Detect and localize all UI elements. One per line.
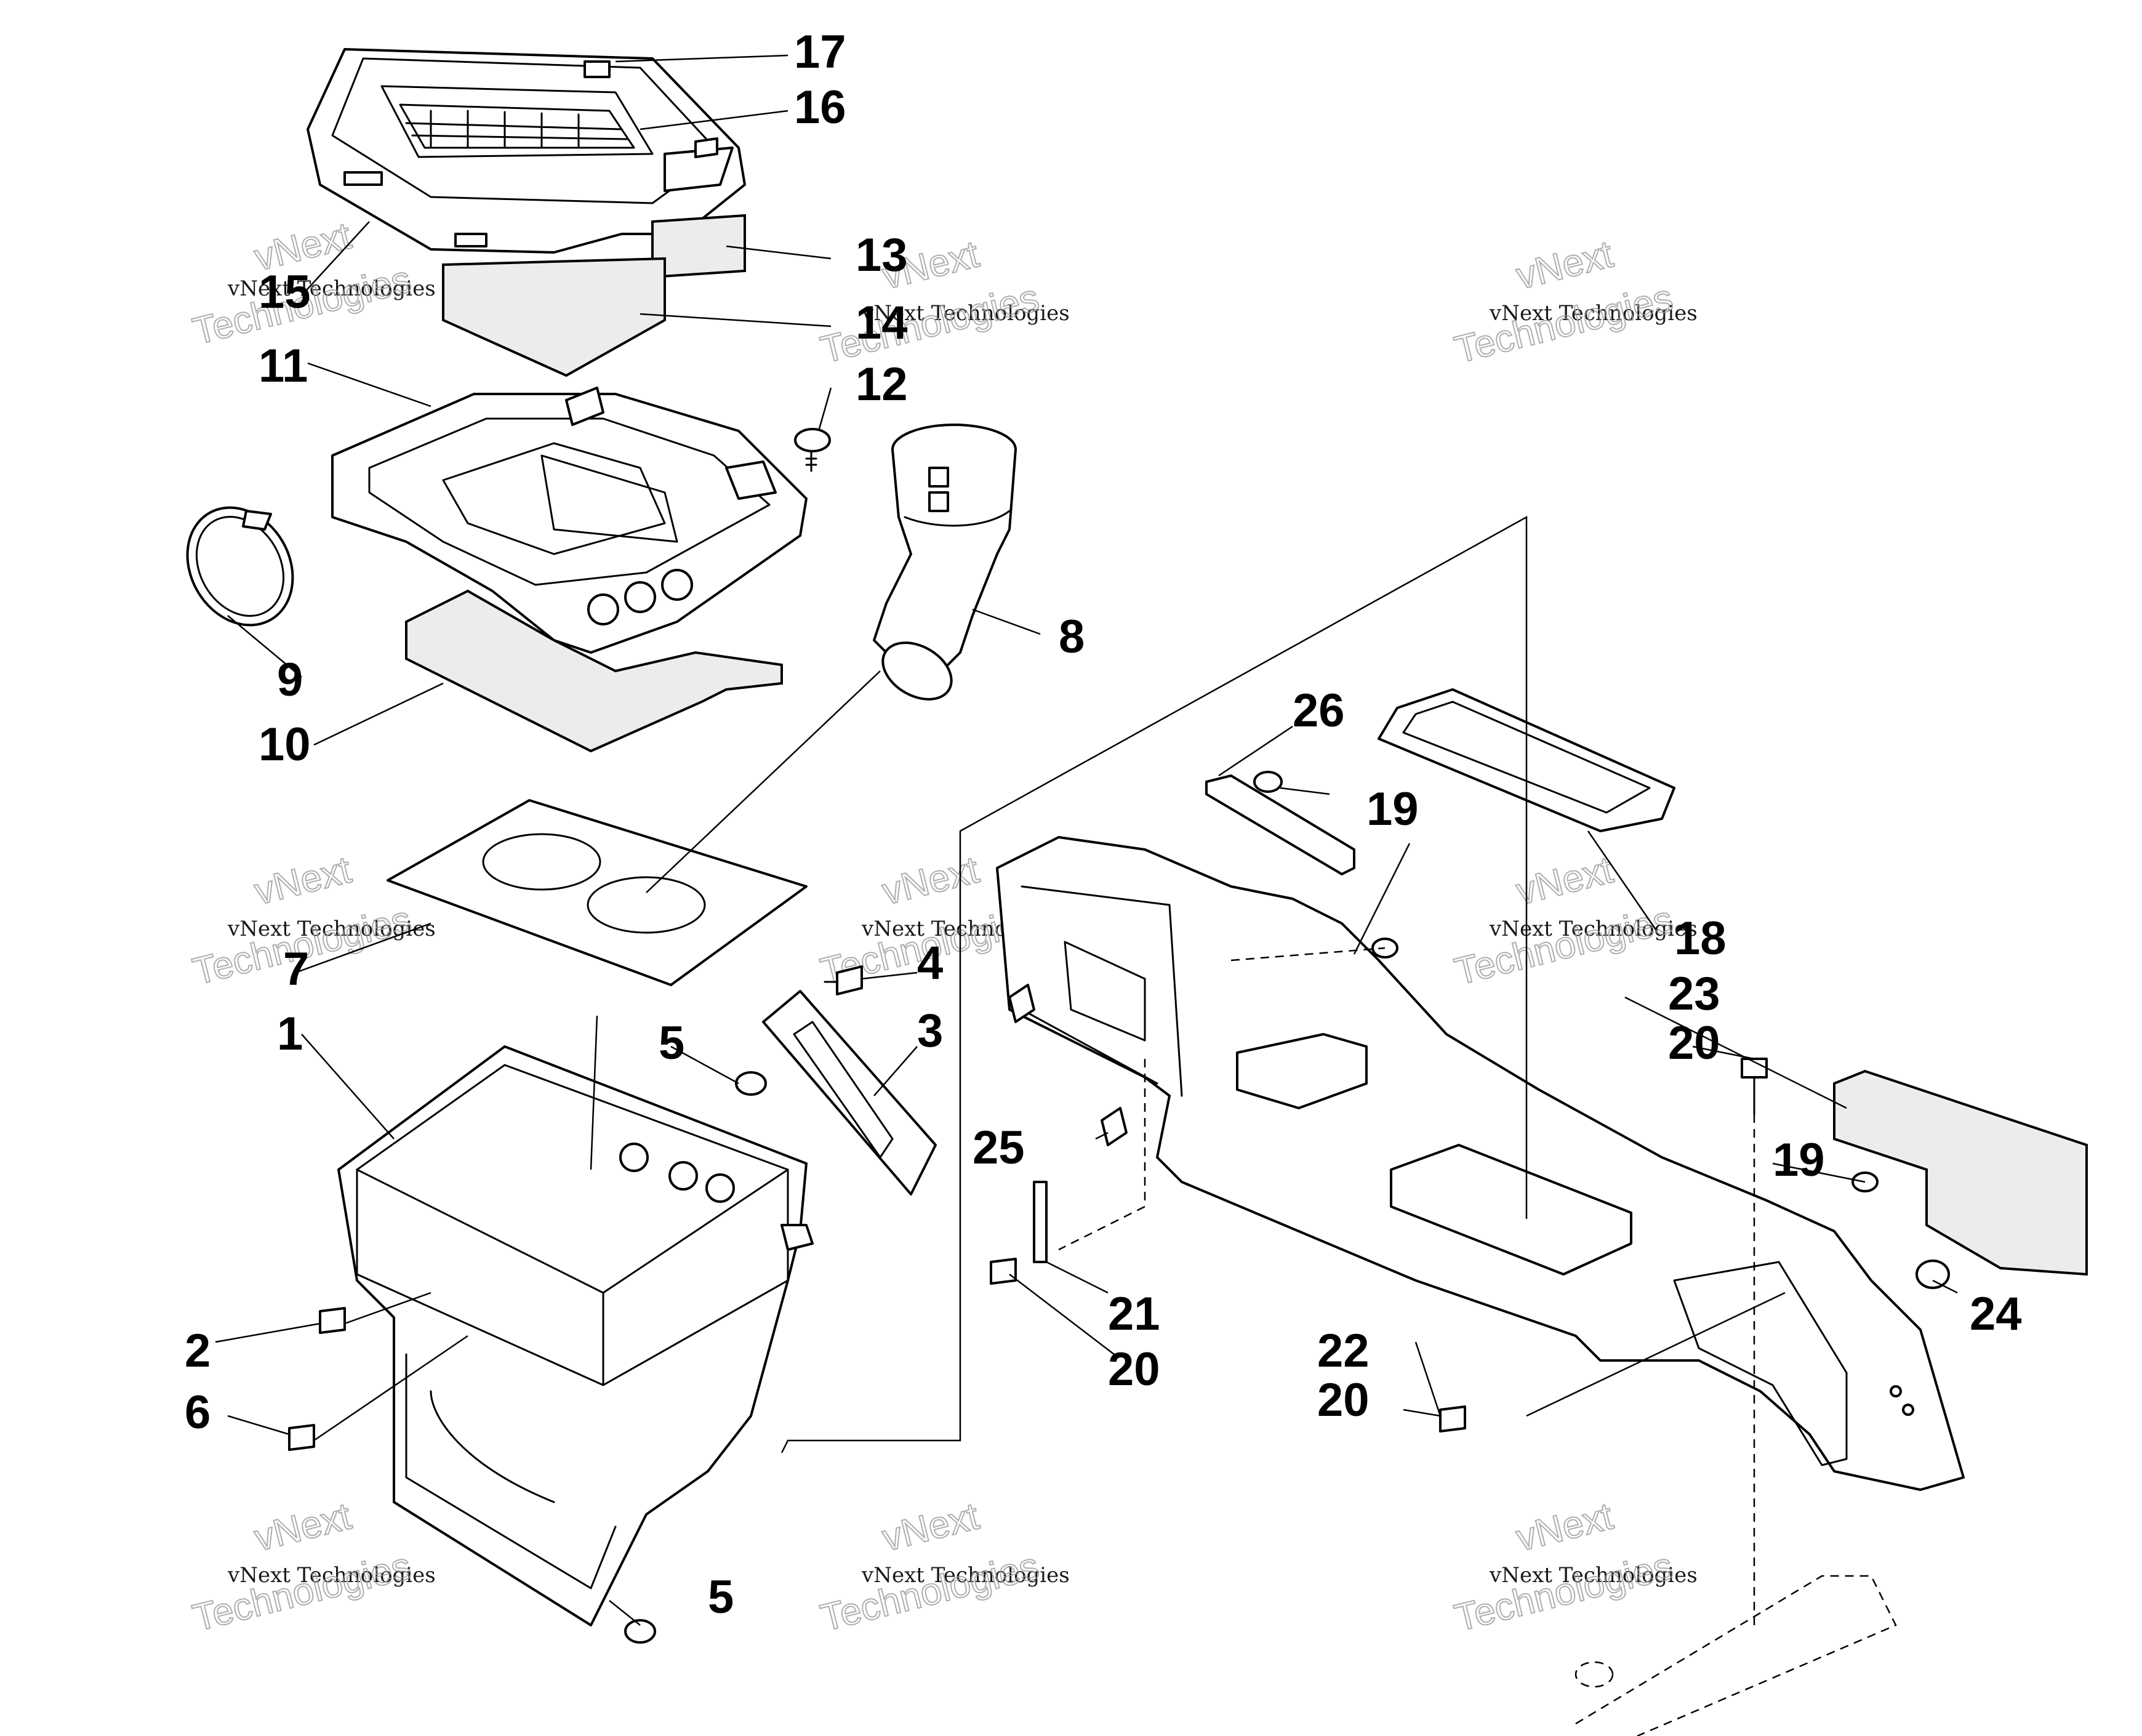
callout-19-lower: 19	[1773, 1134, 1825, 1186]
watermark: vNext Technologies vNext Technologies	[1450, 232, 1698, 372]
watermark-text: vNext Technologies	[861, 301, 1070, 326]
bolt-20-lower	[1439, 1405, 1466, 1433]
watermark-text-big: Technologies	[189, 1545, 415, 1640]
callout-11: 11	[259, 340, 308, 392]
filter-foam-14	[442, 257, 666, 377]
grommet-5-lower	[624, 1619, 656, 1644]
callouts: 17 16 13 15 14 11 12 8 9 10 26 19 7 4 18…	[185, 26, 2022, 1623]
watermark-text: vNext Technologies	[1489, 301, 1698, 326]
callout-18: 18	[1674, 912, 1727, 965]
callout-2: 2	[185, 1325, 211, 1377]
callout-10: 10	[259, 718, 311, 771]
watermark-text-big: Technologies	[817, 1545, 1043, 1640]
bolt-20-mid	[990, 1258, 1017, 1285]
callout-3: 3	[917, 1005, 943, 1057]
bracket-21	[1033, 1181, 1048, 1263]
watermark-text-big: Technologies	[1451, 276, 1677, 372]
watermark-text-big: vNext	[1512, 233, 1617, 297]
callout-16: 16	[794, 81, 846, 134]
callout-14: 14	[856, 297, 908, 349]
fastener-2	[319, 1307, 346, 1334]
duct-22	[996, 836, 1965, 1491]
intake-boot	[873, 424, 1017, 701]
watermark: vNext Technologies vNext Technologies	[188, 848, 436, 994]
grommet-5-upper	[735, 1071, 767, 1096]
clamp	[186, 506, 294, 627]
airbox-base	[337, 1045, 814, 1626]
watermark: vNext Technologies vNext Technologies	[188, 1494, 436, 1640]
callout-1: 1	[277, 1008, 303, 1060]
callout-4: 4	[917, 937, 943, 989]
watermark-text-big: vNext	[251, 1495, 355, 1559]
callout-21: 21	[1108, 1288, 1160, 1340]
watermark-text: vNext Technologies	[227, 1563, 436, 1588]
watermark-text-big: Technologies	[1451, 1545, 1677, 1640]
flange-3	[762, 990, 937, 1196]
watermark: vNext Technologies vNext Technologies	[1450, 848, 1698, 994]
watermark: vNext Technologies vNext Technologies	[816, 232, 1070, 372]
callout-19: 19	[1366, 783, 1419, 835]
watermark: vNext Technologies vNext Technologies	[1450, 1494, 1698, 1640]
watermark-text: vNext Technologies	[227, 276, 436, 301]
watermark-text-big: Technologies	[817, 276, 1043, 372]
clip-6	[288, 1424, 315, 1451]
watermark-text-big: vNext	[1512, 848, 1617, 913]
callout-15: 15	[259, 266, 311, 318]
gasket-plate	[387, 799, 808, 986]
watermark-text-big: vNext	[1512, 1495, 1617, 1559]
watermark-text-big: vNext	[251, 848, 355, 913]
callout-6: 6	[185, 1386, 211, 1439]
watermark-text: vNext Technologies	[227, 917, 436, 941]
leader-lines	[215, 54, 1958, 1631]
watermark-text-big: vNext	[878, 848, 983, 913]
callout-8: 8	[1059, 611, 1085, 663]
callout-25: 25	[973, 1122, 1025, 1174]
screw	[794, 428, 831, 472]
callout-13: 13	[856, 229, 908, 281]
watermark-text: vNext Technologies	[861, 1563, 1070, 1588]
watermark: vNext Technologies vNext Technologies	[816, 1494, 1070, 1640]
callout-23: 23	[1668, 968, 1720, 1020]
plug-24	[1915, 1260, 1950, 1289]
callout-17: 17	[794, 26, 846, 78]
callout-9: 9	[277, 654, 303, 706]
callout-24: 24	[1970, 1288, 2022, 1340]
callout-20-upper: 20	[1668, 1017, 1720, 1069]
insulation-23	[1833, 1069, 2088, 1276]
fitting-4	[824, 965, 863, 995]
stud-25	[1008, 984, 1128, 1146]
exhaust-outline	[1574, 1575, 1897, 1736]
callout-12: 12	[856, 358, 908, 411]
callout-26: 26	[1293, 685, 1345, 737]
callout-20-mid: 20	[1108, 1343, 1160, 1396]
bolt-20-upper	[1741, 1058, 1768, 1115]
callout-5-upper: 5	[659, 1017, 684, 1069]
filter-foam-10	[405, 589, 783, 753]
watermark-text: vNext Technologies	[1489, 1563, 1698, 1588]
strip-26	[1205, 771, 1355, 875]
watermark-text: vNext Technologies	[1489, 917, 1698, 941]
callout-20-lower: 20	[1317, 1374, 1370, 1426]
callout-7: 7	[283, 943, 309, 995]
watermark-text-big: vNext	[878, 1495, 983, 1559]
callout-22: 22	[1317, 1325, 1370, 1377]
airbox-lid	[331, 387, 808, 654]
callout-5-lower: 5	[708, 1571, 734, 1623]
airbox-cover	[307, 48, 746, 254]
watermark-text-big: Technologies	[1451, 898, 1677, 994]
